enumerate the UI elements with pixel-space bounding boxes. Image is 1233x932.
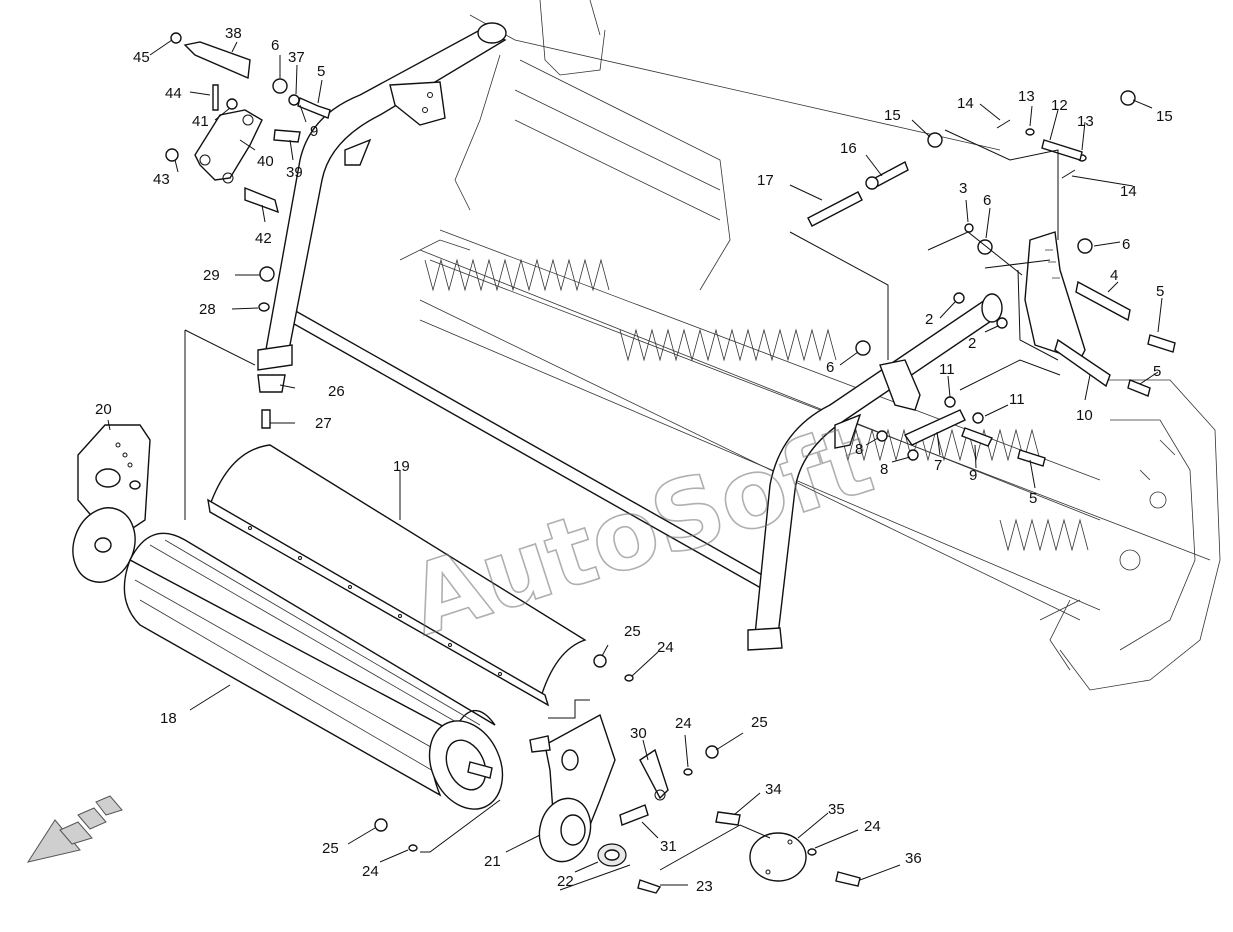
callout-5: 5: [1029, 490, 1037, 507]
cover-plate-35: [749, 832, 807, 882]
direction-arrow-icon: [26, 795, 123, 863]
callout-14: 14: [1120, 183, 1137, 200]
callout-22: 22: [557, 873, 574, 890]
callout-29: 29: [203, 267, 220, 284]
cover-hole: [787, 839, 793, 845]
callout-11: 11: [939, 361, 955, 378]
callout-4: 4: [1110, 267, 1118, 284]
callout-21: 21: [484, 853, 501, 870]
callout-17: 17: [757, 172, 774, 189]
callout-5: 5: [1153, 363, 1161, 380]
callout-38: 38: [225, 25, 242, 42]
left-tube-arm: [257, 22, 507, 371]
callout-15: 15: [1156, 108, 1173, 125]
right-tube-arm: [747, 293, 1003, 651]
callout-25: 25: [751, 714, 768, 731]
callout-5: 5: [1156, 283, 1164, 300]
callout-23: 23: [696, 878, 713, 895]
cover-hole: [765, 869, 771, 875]
callout-3: 3: [959, 180, 967, 197]
callout-35: 35: [828, 801, 845, 818]
callout-16: 16: [840, 140, 857, 157]
callout-34: 34: [765, 781, 782, 798]
callout-24: 24: [675, 715, 692, 732]
callout-19: 19: [393, 458, 410, 475]
rotor-tine-band: [419, 249, 1101, 611]
callout-15: 15: [884, 107, 901, 124]
right-side-plate: [1024, 231, 1086, 361]
callout-24: 24: [864, 818, 881, 835]
callout-6: 6: [826, 359, 834, 376]
callout-25: 25: [322, 840, 339, 857]
machine-frame: [399, 0, 1221, 691]
callout-12: 12: [1051, 97, 1068, 114]
callout-36: 36: [905, 850, 922, 867]
callout-25: 25: [624, 623, 641, 640]
callouts: 45 38 6 37 5 44 41 9 40 39 43 42 29 28 2…: [95, 25, 1173, 895]
watermark-text: AutoSoft: [396, 403, 884, 657]
callout-8: 8: [880, 461, 888, 478]
callout-26: 26: [328, 383, 345, 400]
callout-8: 8: [855, 441, 863, 458]
bearing-22: [597, 843, 627, 867]
roller-drum: [123, 532, 504, 810]
callout-20: 20: [95, 401, 112, 418]
callout-18: 18: [160, 710, 177, 727]
callout-28: 28: [199, 301, 216, 318]
callout-27: 27: [315, 415, 332, 432]
callout-24: 24: [362, 863, 379, 880]
callout-9: 9: [310, 123, 318, 140]
callout-44: 44: [165, 85, 182, 102]
callout-30: 30: [630, 725, 647, 742]
callout-43: 43: [153, 171, 170, 188]
callout-31: 31: [660, 838, 677, 855]
scraper-blade: [207, 444, 587, 707]
callout-5: 5: [317, 63, 325, 80]
callout-13: 13: [1077, 113, 1094, 130]
callout-2: 2: [968, 335, 976, 352]
callout-10: 10: [1076, 407, 1093, 424]
right-end-bracket: [529, 713, 627, 867]
callout-7: 7: [934, 457, 942, 474]
hardware: [165, 32, 1176, 894]
callout-39: 39: [286, 164, 303, 181]
left-disc: [72, 507, 136, 583]
callout-11: 11: [1009, 391, 1025, 408]
callout-13: 13: [1018, 88, 1035, 105]
left-bearing-plate: [77, 424, 151, 531]
callout-45: 45: [133, 49, 150, 66]
callout-9: 9: [969, 467, 977, 484]
callout-24: 24: [657, 639, 674, 656]
callout-40: 40: [257, 153, 274, 170]
callout-6: 6: [983, 192, 991, 209]
callout-14: 14: [957, 95, 974, 112]
callout-42: 42: [255, 230, 272, 247]
callout-41: 41: [192, 113, 209, 130]
callout-6: 6: [271, 37, 279, 54]
callout-6: 6: [1122, 236, 1130, 253]
leader-lines: [107, 39, 1163, 891]
callout-37: 37: [288, 49, 305, 66]
callout-2: 2: [925, 311, 933, 328]
